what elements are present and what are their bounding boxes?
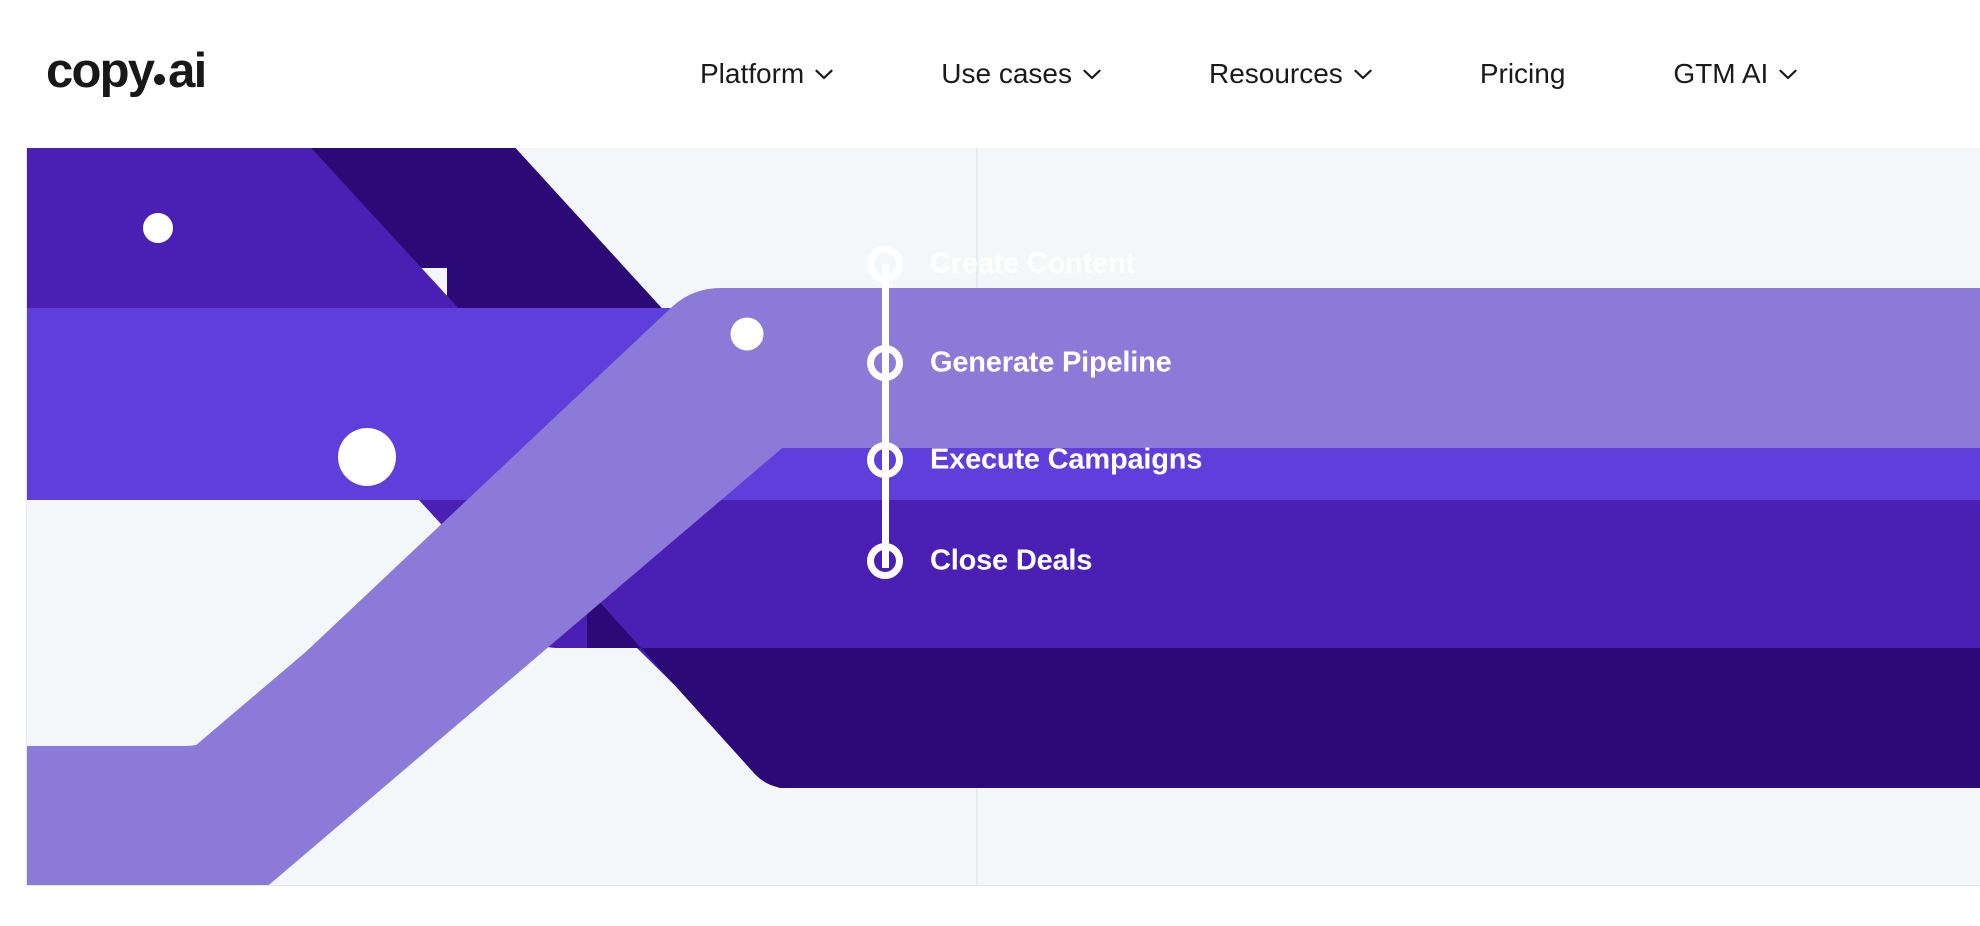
logo-text-ai: ai [168,44,207,98]
ribbon-dot-large [338,428,396,486]
logo-text-copy: copy [46,44,155,98]
ribbon-dot-small-light [730,317,764,351]
hero-section: Create Content Generate Pipeline Execute… [26,148,1980,886]
logo-dot-icon [154,74,166,85]
nav-item-resources[interactable]: Resources [1209,58,1372,90]
nav-item-pricing[interactable]: Pricing [1480,58,1566,90]
nav-label-pricing: Pricing [1479,58,1566,89]
ribbon-dot-small-top [143,213,173,243]
nav-label-use-cases: Use cases [941,58,1072,89]
nav-label-resources: Resources [1208,58,1343,89]
ribbon-light-diagonal-clean [27,288,787,885]
main-navigation: Platform Use cases Resources [700,0,1797,148]
nav-label-gtm-ai: GTM AI [1673,58,1769,89]
pipeline-ribbon-graphic [27,148,1980,885]
chevron-down-icon [815,69,833,80]
ribbon-light-horizontal [727,288,1980,448]
nav-label-platform: Platform [700,58,805,89]
nav-item-use-cases[interactable]: Use cases [941,58,1101,90]
nav-item-platform[interactable]: Platform [700,58,833,90]
chevron-down-icon [1779,69,1797,80]
chevron-down-icon [1083,69,1101,80]
chevron-down-icon [1354,69,1372,80]
nav-item-gtm-ai[interactable]: GTM AI [1673,58,1797,90]
